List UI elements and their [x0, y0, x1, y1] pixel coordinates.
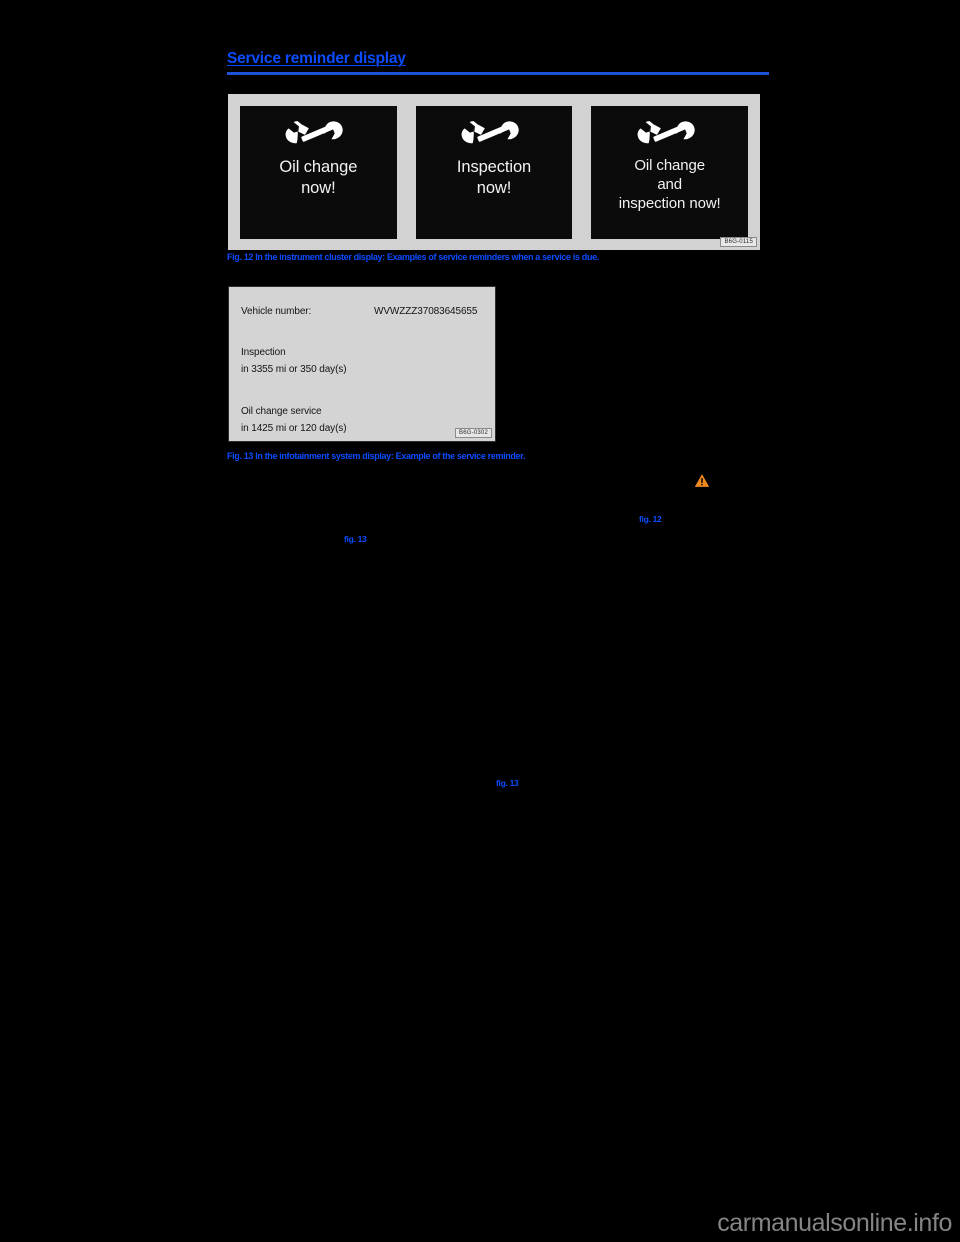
cluster-panel-oil-change-and-inspection: Oil change and inspection now! [586, 101, 754, 244]
figure-infotainment-display: Vehicle number: WVWZZZ37083645655 Inspec… [228, 286, 496, 442]
cross-reference-fig-13-lower[interactable]: fig. 13 [496, 778, 519, 788]
figure-caption-12: Fig. 12 In the instrument cluster displa… [227, 252, 599, 262]
cluster-panel-inspection: Inspection now! [410, 101, 578, 244]
oil-change-service-value: in 1425 mi or 120 day(s) [241, 423, 347, 434]
vehicle-number-value: WVWZZZ37083645655 [374, 306, 478, 317]
warning-triangle-icon [694, 474, 710, 487]
cluster-screen: Oil change and inspection now! [591, 106, 749, 239]
figure-instrument-cluster: Oil change now! Inspection now! [228, 94, 760, 250]
cross-reference-fig-13[interactable]: fig. 13 [344, 534, 367, 544]
page-title: Service reminder display [227, 50, 406, 67]
cluster-message-line: Oil change [279, 158, 358, 176]
heading-divider [227, 72, 769, 75]
inspection-title: Inspection [241, 347, 286, 358]
oil-change-service-title: Oil change service [241, 406, 322, 417]
cluster-message-line: now! [476, 178, 512, 197]
cluster-message-line: now! [301, 178, 336, 197]
cluster-panel-oil-change: Oil change now! [235, 101, 402, 244]
cluster-message-line: Inspection [456, 158, 532, 176]
cluster-message-line: Oil change [634, 157, 706, 174]
vehicle-number-label: Vehicle number: [241, 306, 312, 317]
figure-caption-13: Fig. 13 In the infotainment system displ… [227, 451, 525, 461]
cluster-screen: Oil change now! [240, 106, 397, 239]
figure-image-code: B6G-0302 [455, 428, 492, 438]
wrench-icon [285, 121, 343, 144]
figure-image-code: B6G-0115 [720, 237, 757, 247]
cluster-message-line: and [657, 175, 683, 193]
wrench-icon [461, 121, 519, 144]
inspection-value: in 3355 mi or 350 day(s) [241, 364, 347, 375]
wrench-icon [637, 121, 695, 144]
cluster-screen: Inspection now! [415, 106, 573, 239]
cluster-message-line: inspection now! [618, 194, 721, 212]
cross-reference-fig-12[interactable]: fig. 12 [639, 514, 662, 524]
site-watermark: carmanualsonline.info [717, 1209, 952, 1237]
